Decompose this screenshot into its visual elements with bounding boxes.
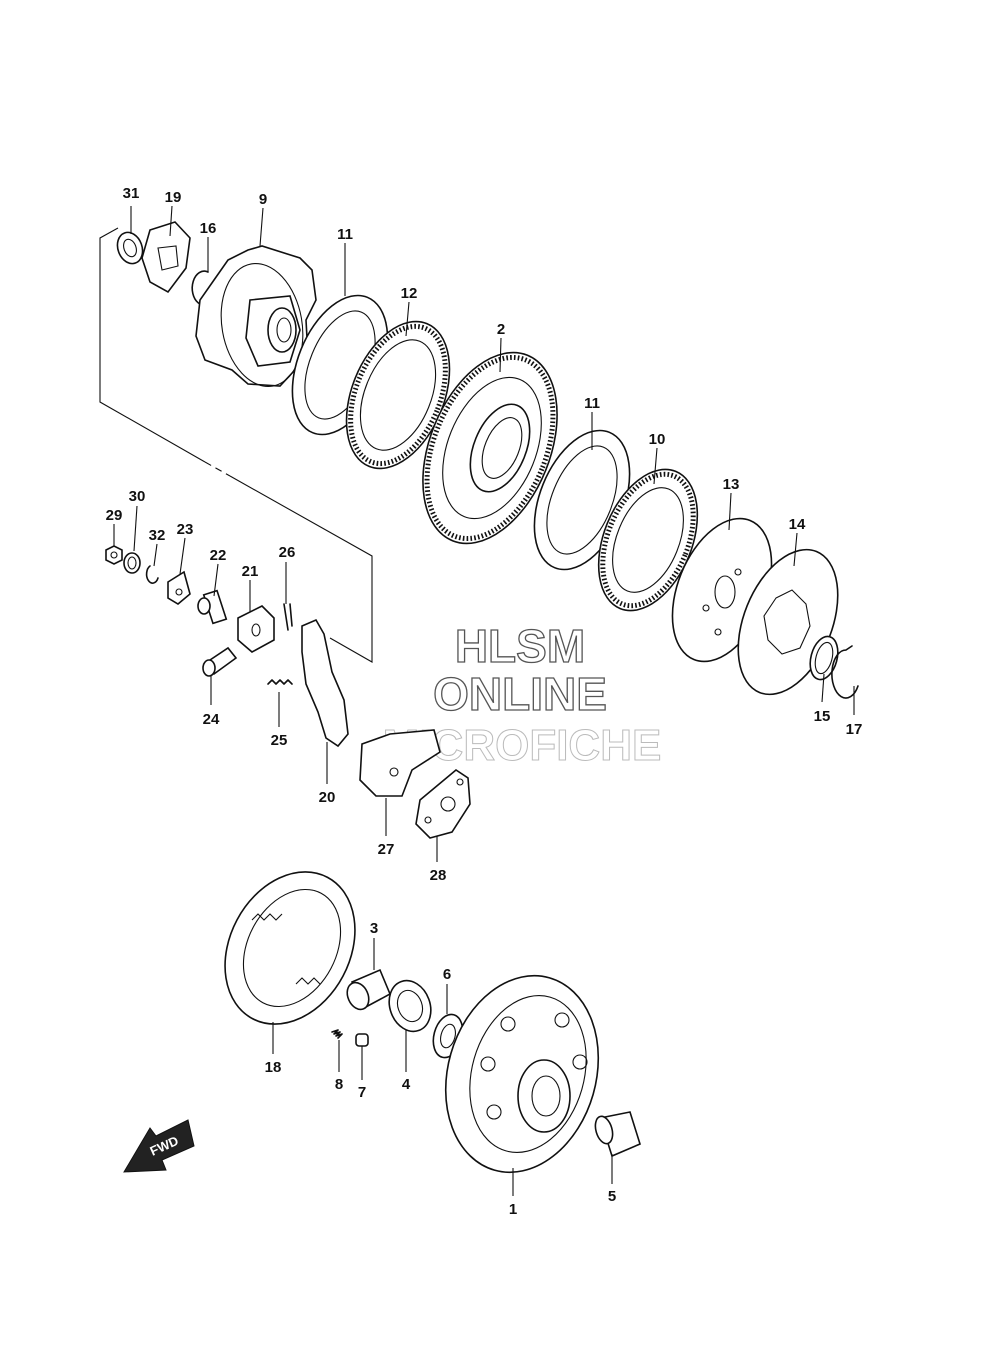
part-2-gear (422, 351, 558, 545)
part-31-bearing (116, 231, 144, 265)
part-32-ring (145, 565, 159, 584)
reference-frame (99, 227, 373, 663)
callout-2: 2 (497, 321, 505, 338)
part-3-bushing (346, 968, 392, 1011)
callout-11-lower: 11 (584, 395, 600, 412)
part-22-pin (197, 589, 228, 625)
callout-18: 18 (265, 1059, 282, 1076)
callout-labels: 31 19 16 9 11 12 2 11 10 13 14 15 17 30 … (106, 185, 863, 1218)
part-5-sleeve (594, 1111, 641, 1158)
callout-29: 29 (106, 507, 123, 524)
callout-17: 17 (846, 721, 863, 738)
callout-31: 31 (123, 185, 140, 202)
callout-3: 3 (370, 920, 378, 937)
callout-28: 28 (430, 867, 447, 884)
fwd-arrow-icon: FWD (123, 1119, 195, 1173)
callout-6: 6 (443, 966, 451, 983)
callout-24: 24 (203, 711, 220, 728)
part-27-arm (359, 729, 441, 797)
part-20-lever (301, 618, 349, 748)
callout-13: 13 (723, 476, 740, 493)
part-8-spring (331, 1029, 343, 1039)
part-25-spring (267, 679, 293, 685)
part-12-friction-disc (345, 320, 451, 470)
callout-leaders (113, 205, 855, 1196)
part-29-nut (105, 545, 123, 565)
callout-21: 21 (242, 563, 259, 580)
part-1-clutch-housing (444, 974, 600, 1174)
part-19-cam (141, 221, 191, 294)
callout-12: 12 (401, 285, 418, 302)
callout-22: 22 (210, 547, 227, 564)
callout-19: 19 (165, 189, 182, 206)
callout-4: 4 (402, 1076, 411, 1093)
part-17-circlip (831, 645, 859, 699)
part-15-washer (809, 635, 839, 681)
callout-7: 7 (358, 1084, 366, 1101)
callout-27: 27 (378, 841, 395, 858)
callout-9: 9 (259, 191, 267, 208)
callout-30: 30 (129, 488, 146, 505)
part-9-carrier-plate (195, 245, 317, 388)
part-23-plate (167, 570, 191, 605)
part-28-plate (415, 769, 471, 839)
callout-26: 26 (279, 544, 296, 561)
callout-5: 5 (608, 1188, 616, 1205)
part-30-washer (123, 552, 141, 574)
callout-11-upper: 11 (337, 226, 353, 243)
callout-15: 15 (814, 708, 831, 725)
callout-10: 10 (649, 431, 666, 448)
callout-14: 14 (789, 516, 806, 533)
part-4-one-way-clutch (388, 979, 432, 1033)
callout-8: 8 (335, 1076, 343, 1093)
part-7-pin (355, 1033, 369, 1047)
callout-32: 32 (149, 527, 166, 544)
part-26-cotter-pin (283, 603, 293, 631)
watermark-line1: HLSM (455, 620, 585, 672)
part-18-clutch-shoe (224, 871, 356, 1025)
callout-16: 16 (200, 220, 217, 237)
part-24-pin (202, 646, 238, 677)
watermark-line2: ONLINE (433, 668, 607, 720)
callout-1: 1 (509, 1201, 517, 1218)
callout-20: 20 (319, 789, 336, 806)
callout-23: 23 (177, 521, 194, 538)
callout-25: 25 (271, 732, 288, 749)
part-21-clevis (237, 605, 275, 653)
